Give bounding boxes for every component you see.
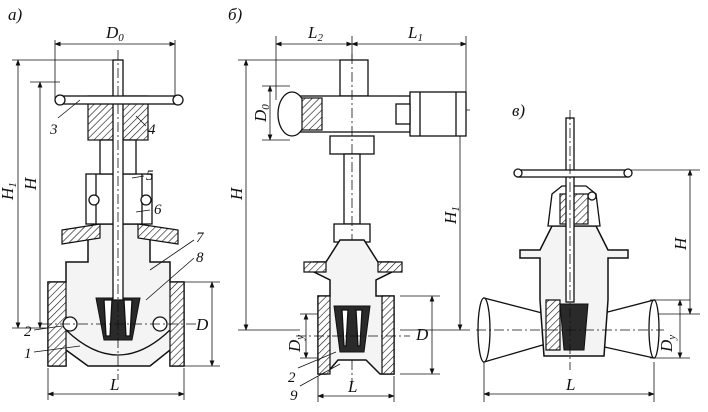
dim-a-D: D <box>195 315 209 334</box>
dim-a-L: L <box>109 375 119 394</box>
callout-a-6: 6 <box>154 202 162 218</box>
callout-a-1: 1 <box>24 346 32 362</box>
dim-b-H: H <box>227 186 246 201</box>
panel-a-gate-valve: а) D0 H1 H D L <box>0 5 220 400</box>
callout-a-7: 7 <box>196 230 205 246</box>
dim-c-H: H <box>671 236 690 251</box>
callout-a-4: 4 <box>148 122 156 138</box>
callout-a-2: 2 <box>24 324 32 340</box>
dim-b-H1: H1 <box>441 206 462 225</box>
dim-c-L: L <box>565 375 575 394</box>
callout-a-8: 8 <box>196 250 204 266</box>
panel-a-label: а) <box>8 5 23 24</box>
callout-b-9: 9 <box>290 388 298 404</box>
dim-b-D0: D0 <box>251 104 272 123</box>
panel-b-label: б) <box>228 5 243 24</box>
dim-b-Dy: Dy <box>285 335 306 353</box>
dim-b-L1: L1 <box>407 23 423 44</box>
panel-b-gate-valve-electric-drive: б) L2 L1 D0 H H1 Dy D L <box>227 5 470 404</box>
panel-c-gate-valve-welded: в) H Dy L <box>476 101 700 402</box>
dim-a-D0: D0 <box>105 23 124 44</box>
callout-a-3: 3 <box>49 122 58 138</box>
callouts-panel-b: 2 9 <box>288 351 341 404</box>
callout-b-2: 2 <box>288 370 296 386</box>
dim-a-H: H <box>21 176 40 191</box>
panel-c-label: в) <box>512 101 525 120</box>
dim-b-D: D <box>415 325 429 344</box>
dim-b-L: L <box>347 377 357 396</box>
dim-b-L2: L2 <box>307 23 323 44</box>
callout-a-5: 5 <box>146 168 154 184</box>
dim-c-Dy: Dy <box>657 335 678 353</box>
dim-a-H1: H1 <box>0 182 19 201</box>
callouts-panel-a: 3 4 5 6 7 8 2 1 <box>24 99 205 362</box>
